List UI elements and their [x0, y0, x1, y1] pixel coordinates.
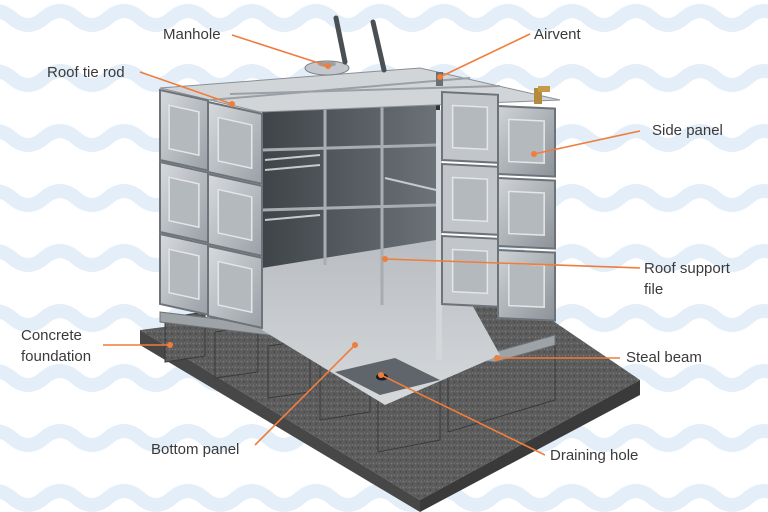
label-bottom-panel: Bottom panel	[151, 441, 240, 458]
side-fitting	[534, 86, 550, 104]
label-airvent: Airvent	[534, 26, 581, 43]
leader-side-panel	[533, 130, 641, 155]
label-manhole: Manhole	[163, 26, 221, 43]
panel-inset	[508, 118, 545, 164]
panel-inset	[217, 188, 253, 242]
panel-inset	[168, 248, 200, 301]
wave-line	[0, 4, 768, 32]
panel-inset	[508, 262, 545, 308]
label-concrete-foundation: Concrete foundation	[21, 325, 91, 367]
label-roof-support-line1: Roof support	[644, 260, 730, 277]
panel-inset	[451, 248, 489, 295]
label-roof-support-line2: file	[644, 281, 664, 298]
label-concrete-line1: Concrete	[21, 327, 82, 344]
panel-inset	[217, 116, 253, 170]
wave-line	[0, 484, 768, 512]
leader-draining-hole	[380, 374, 546, 456]
panel-inset	[451, 104, 489, 151]
panel-inset	[508, 190, 545, 236]
leader-lines	[103, 33, 641, 456]
label-draining-hole: Draining hole	[550, 447, 639, 464]
label-steal-beam: Steal beam	[626, 349, 702, 366]
panel-inset	[451, 176, 489, 223]
label-side-panel: Side panel	[652, 122, 723, 139]
tank-interior	[261, 80, 501, 405]
leader-roof-tie-rod	[139, 71, 233, 105]
panel-inset	[168, 104, 200, 157]
leader-airvent	[439, 33, 531, 78]
leader-roof-support	[384, 258, 641, 269]
leader-manhole	[231, 34, 329, 67]
leader-bottom-panel	[254, 344, 356, 446]
left-side-panels	[159, 88, 263, 330]
label-roof-tie-rod: Roof tie rod	[47, 64, 125, 81]
label-concrete-line2: foundation	[21, 348, 92, 365]
label-roof-support: Roof support file	[644, 258, 730, 300]
panel-inset	[217, 260, 253, 314]
panel-inset	[168, 176, 200, 229]
right-side-panels	[441, 90, 556, 322]
